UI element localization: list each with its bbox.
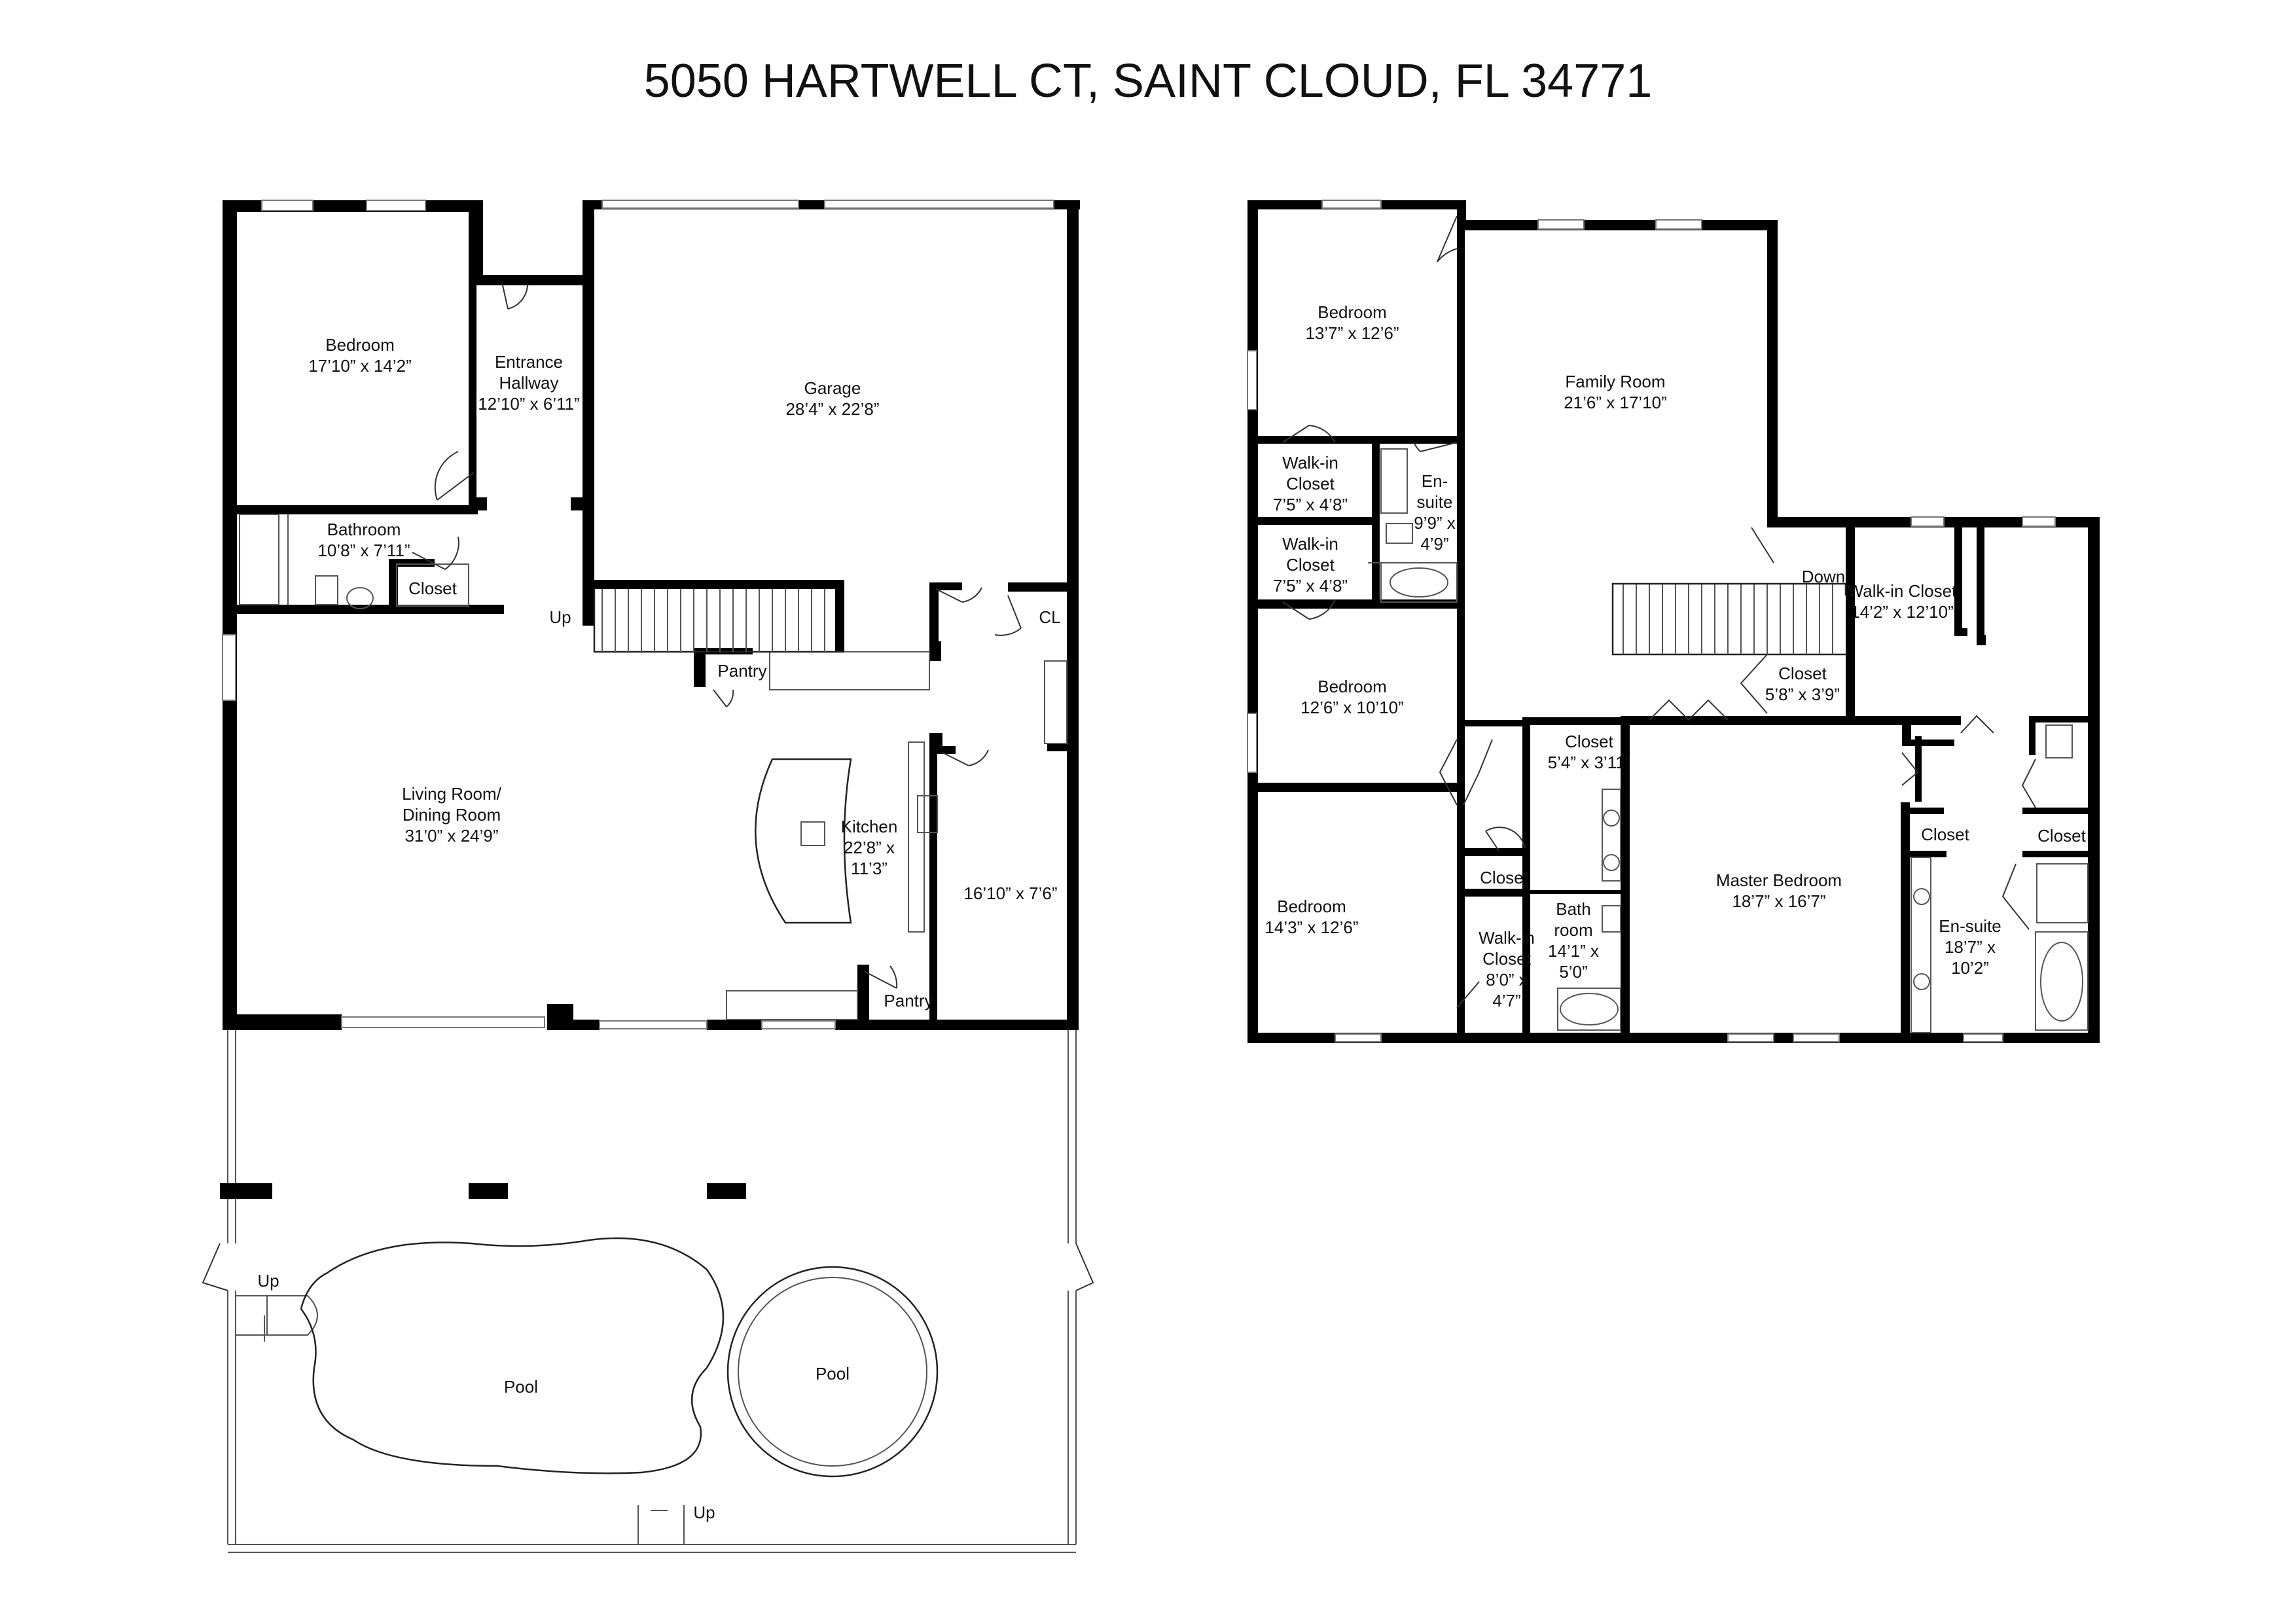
second-floor: Bedroom 13’7” x 12’6” Family Room 21’6” …	[1247, 200, 2100, 1043]
label-bathroom-dims-a: 14’1” x	[1548, 941, 1599, 961]
label-walkin-2b: Closet	[1286, 555, 1335, 575]
label-kitchen-dims-1: 22’8” x	[844, 838, 895, 857]
label-walkin-1a: Walk-in	[1282, 453, 1338, 473]
label-family-room: Family Room	[1565, 372, 1665, 391]
label-pantry-top: Pantry	[717, 661, 766, 681]
label-walkin-1-dims: 7’5” x 4’8”	[1273, 495, 1348, 514]
label-walkin-2-dims: 7’5” x 4’8”	[1273, 576, 1348, 596]
label-pool-round: Pool	[816, 1364, 850, 1383]
label-sf-bedroom-bottom: Bedroom	[1277, 897, 1346, 916]
label-family-room-dims: 21’6” x 17’10”	[1564, 393, 1667, 412]
label-bathroom-dims: 10’8” x 7’11”	[317, 541, 410, 560]
label-master-bedroom: Master Bedroom	[1716, 870, 1842, 890]
patio-area	[202, 1030, 1094, 1553]
label-bedroom-dims: 17’10” x 14’2”	[308, 356, 412, 376]
label-bedroom: Bedroom	[325, 335, 395, 355]
stairs-first-floor	[615, 589, 825, 652]
label-closet-bottom: Closet	[1480, 868, 1528, 887]
page-title: 5050 HARTWELL CT, SAINT CLOUD, FL 34771	[644, 55, 1653, 107]
label-walkin-3b: Closet	[1482, 949, 1531, 969]
label-ensuite-small-dims-b: 4’9”	[1420, 534, 1448, 554]
label-ensuite-small-dims-a: 9’9” x	[1414, 513, 1456, 533]
label-sf-bedroom-top: Bedroom	[1318, 302, 1387, 322]
label-kitchen: Kitchen	[841, 817, 898, 836]
pool-round	[726, 1266, 939, 1478]
label-closet: Closet	[408, 579, 457, 598]
label-closet-ensuite-left: Closet	[1921, 825, 1969, 844]
label-master-ensuite: En-suite	[1939, 916, 2001, 936]
label-closet-hall-dims: 5’8” x 3’9”	[1765, 685, 1840, 704]
label-pantry-bottom: Pantry	[884, 991, 933, 1010]
label-closet-small: Closet	[1565, 732, 1613, 751]
label-sf-bedroom-mid: Bedroom	[1318, 677, 1387, 696]
label-stairs-down: Down	[1802, 567, 1845, 586]
label-entrance-2: Hallway	[499, 373, 558, 393]
kitchen-island	[755, 758, 852, 924]
label-walkin-3a: Walk-in	[1479, 928, 1535, 948]
label-closet-ensuite-right: Closet	[2037, 826, 2086, 846]
label-garage-dims: 28’4” x 22’8”	[785, 399, 879, 419]
label-closet-small-dims: 5’4” x 3’11”	[1548, 753, 1631, 772]
label-bathroom-b: room	[1554, 920, 1592, 940]
label-pool-up-bottom: Up	[693, 1503, 715, 1522]
label-entrance-dims: 12’10” x 6’11”	[478, 394, 580, 414]
label-pool-up-left: Up	[257, 1271, 279, 1291]
label-garage: Garage	[804, 378, 861, 398]
label-walkin-3-dims-b: 4’7”	[1492, 991, 1520, 1010]
stairs-second-floor	[1611, 582, 1847, 656]
label-walkin-1b: Closet	[1286, 474, 1335, 493]
label-sf-bedroom-top-dims: 13’7” x 12’6”	[1305, 323, 1399, 343]
label-cl: CL	[1039, 607, 1060, 627]
label-up-stairs: Up	[549, 607, 571, 627]
label-walkin-2a: Walk-in	[1282, 534, 1338, 554]
pool-large	[300, 1237, 725, 1474]
label-master-ensuite-dims-a: 18’7” x	[1945, 937, 1996, 957]
label-bathroom-dims-b: 5’0”	[1559, 962, 1587, 982]
label-master-bedroom-dims: 18’7” x 16’7”	[1732, 891, 1825, 911]
label-bathroom-a: Bath	[1556, 899, 1591, 919]
label-walkin-3-dims-a: 8’0” x	[1486, 970, 1528, 990]
label-walkin-master-dims: 14’2” x 12’10”	[1850, 602, 1954, 622]
first-floor: Bedroom 17’10” x 14’2” Entrance Hallway …	[202, 200, 1094, 1553]
label-side-room-dims: 16’10” x 7’6”	[963, 883, 1057, 903]
label-living-1: Living Room/	[402, 784, 502, 804]
label-pool-large: Pool	[504, 1377, 538, 1397]
label-master-ensuite-dims-b: 10’2”	[1951, 958, 1989, 978]
label-walkin-master: Walk-in Closet	[1848, 581, 1957, 601]
label-bathroom: Bathroom	[327, 520, 401, 539]
door-entrance	[502, 285, 528, 310]
label-kitchen-dims-2: 11’3”	[851, 859, 888, 878]
label-closet-hall: Closet	[1778, 664, 1827, 683]
label-sf-bedroom-bottom-dims: 14’3” x 12’6”	[1265, 918, 1358, 937]
label-sf-bedroom-mid-dims: 12’6” x 10’10”	[1300, 698, 1404, 717]
label-living-2: Dining Room	[403, 805, 501, 825]
label-ensuite-small-a: En-	[1422, 471, 1448, 491]
label-ensuite-small-b: suite	[1417, 492, 1453, 512]
label-entrance-1: Entrance	[495, 352, 563, 372]
label-living-dims: 31’0” x 24’9”	[404, 826, 498, 846]
